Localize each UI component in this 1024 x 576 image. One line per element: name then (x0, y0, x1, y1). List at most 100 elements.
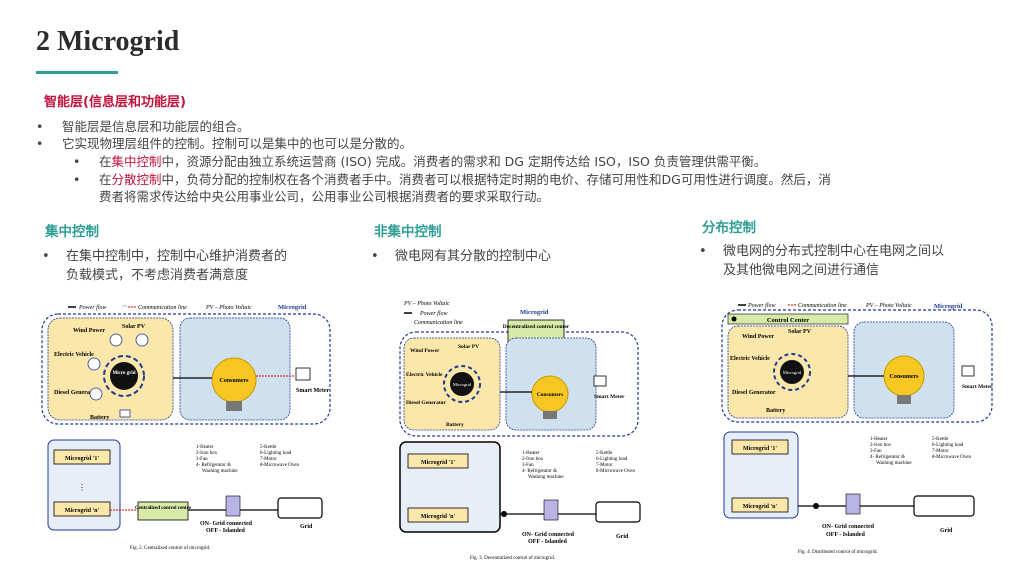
bullet-1: •智能层是信息层和功能层的组合。 (36, 119, 250, 134)
electric-vehicle-label: Electric Vehicle (54, 352, 94, 358)
microgrid-1-label: Microgrid '1' (65, 456, 99, 462)
figure-distributed-control: Power flow Communication line PV – Photo… (721, 302, 993, 555)
column-text-decentralized: • 微电网有其分散的控制中心 (371, 249, 552, 264)
column-text-distributed: • 微电网的分布式控制中心在电网之间以及其他微电网之间进行通信 (699, 244, 945, 278)
svg-text:Battery: Battery (446, 422, 464, 428)
svg-text:Wind Power: Wind Power (410, 348, 440, 354)
svg-text:8-Microwave Oven: 8-Microwave Oven (932, 455, 972, 460)
svg-text:8-Microwave Oven: 8-Microwave Oven (596, 469, 636, 474)
svg-text:Power flow: Power flow (747, 302, 776, 309)
svg-text:Washing machine: Washing machine (876, 461, 912, 466)
svg-text:ON- Grid connected: ON- Grid connected (522, 532, 575, 538)
svg-text:3-Fan: 3-Fan (522, 463, 534, 468)
bullet-dot: • (42, 249, 50, 264)
svg-text:Microgrid: Microgrid (453, 382, 472, 387)
svg-text:4- Refrigerator &: 4- Refrigerator & (522, 469, 557, 474)
svg-text:Microgrid 'n': Microgrid 'n' (743, 504, 778, 510)
svg-text:Grid: Grid (300, 524, 313, 530)
svg-text:3-Fan: 3-Fan (870, 449, 882, 454)
svg-text:4- Refrigerator &: 4- Refrigerator & (870, 455, 905, 460)
battery-label: Battery (90, 415, 109, 421)
transmission-tower-icon (277, 497, 323, 519)
svg-text:8-Microwave Oven: 8-Microwave Oven (260, 463, 300, 468)
wind-power-label: Wind Power (73, 328, 105, 334)
car-icon (87, 357, 101, 371)
svg-text:7-Motor: 7-Motor (260, 457, 277, 462)
switch-icon (225, 495, 241, 517)
svg-text:Communication line: Communication line (798, 303, 847, 309)
figure-decentralized-control: PV – Photo Voltaic Power flow Communicat… (399, 301, 641, 561)
svg-text:2-Iron box: 2-Iron box (196, 451, 218, 456)
generator-icon (89, 387, 103, 401)
svg-text:6-Lighting load: 6-Lighting load (260, 451, 292, 456)
svg-text:OFF - Islanded: OFF - Islanded (826, 532, 865, 538)
wifi-icon: ◠ (122, 305, 127, 311)
bullet-dot: • (36, 119, 44, 134)
section-subtitle: 智能层(信息层和功能层) (44, 95, 186, 110)
svg-text:OFF - Islanded: OFF - Islanded (206, 528, 245, 534)
figure-2-caption: Fig. 2. Centralized control of microgrid… (130, 546, 210, 551)
svg-text:⋮: ⋮ (78, 483, 86, 492)
micro-grid-center-label: Micro grid (112, 371, 135, 376)
legend-communication-line: Communication line (138, 305, 187, 311)
bullet-3: •在集中控制中，资源分配由独立系统运营商 (ISO) 完成。消费者的需求和 DG… (73, 154, 767, 169)
centralized-control-label: Centralized control centre (135, 506, 192, 511)
column-heading-decentralized: 非集中控制 (374, 224, 442, 240)
legend-pv: PV – Photo Voltaic (205, 305, 252, 311)
svg-text:Smart Meter: Smart Meter (962, 384, 993, 390)
figure-centralized-control: Power flow ◠ Communication line PV – Pho… (41, 304, 331, 551)
legend-power-flow: Power flow (78, 304, 107, 311)
svg-text:Smart Meter: Smart Meter (594, 394, 625, 400)
meter-icon (295, 367, 311, 381)
svg-text:Washing machine: Washing machine (528, 475, 564, 480)
svg-text:Microgrid '1': Microgrid '1' (421, 460, 455, 466)
svg-text:5-Kettle: 5-Kettle (260, 445, 277, 450)
svg-text:Microgrid '1': Microgrid '1' (743, 446, 777, 452)
svg-text:PV – Photo Voltaic: PV – Photo Voltaic (403, 301, 450, 307)
bullet-dot: • (36, 136, 44, 151)
svg-text:Power flow: Power flow (419, 310, 448, 317)
svg-text:1-Heater: 1-Heater (522, 451, 540, 456)
svg-text:Diesel Generator: Diesel Generator (406, 400, 446, 406)
svg-text:PV – Photo Voltaic: PV – Photo Voltaic (865, 303, 912, 309)
svg-text:5-Kettle: 5-Kettle (596, 451, 613, 456)
svg-text:Solar PV: Solar PV (458, 344, 479, 350)
control-center-label: Control Center (767, 317, 809, 324)
solar-panel-icon (135, 333, 149, 347)
svg-text:2-Iron box: 2-Iron box (870, 443, 892, 448)
smart-meter-label: Smart Meter (296, 388, 329, 394)
svg-text:Diesel Generator: Diesel Generator (732, 390, 776, 396)
bullet-dot: • (73, 172, 81, 187)
figure-3-caption: Fig. 3. Decentralized control of microgr… (470, 556, 555, 561)
svg-text:Washing machine: Washing machine (202, 469, 238, 474)
bullet-4-continued: 费者将需求传达给中央公用事业公司，公用事业公司根据消费者的要求采取行动。 (99, 189, 550, 204)
svg-text:Solar PV: Solar PV (788, 329, 812, 335)
bullet-dot: • (371, 249, 379, 264)
svg-text:2-Iron box: 2-Iron box (522, 457, 544, 462)
svg-text:Microgrid 'n': Microgrid 'n' (421, 514, 456, 520)
solar-pv-label: Solar PV (122, 324, 146, 330)
bullet-2: •它实现物理层组件的控制。控制可以是集中的也可以是分散的。 (36, 136, 413, 151)
bullet-dot: • (73, 154, 81, 169)
column-text-centralized: • 在集中控制中，控制中心维护消费者的负载模式，不考虑消费者满意度 (42, 249, 288, 283)
title-underline (36, 71, 118, 74)
svg-text:3-Fan: 3-Fan (196, 457, 208, 462)
bullet-4: •在分散控制中，负荷分配的控制权在各个消费者手中。消费者可以根据特定时期的电价、… (73, 172, 831, 187)
svg-text:1-Heater: 1-Heater (870, 437, 888, 442)
page-title: 2 Microgrid (36, 26, 180, 57)
svg-text:Grid: Grid (616, 534, 629, 540)
microgrid-label: Microgrid (278, 304, 307, 311)
svg-text:Electric Vehicle: Electric Vehicle (406, 372, 443, 378)
wind-turbine-icon (109, 333, 123, 347)
diesel-generator-label: Diesel Generator (54, 390, 98, 396)
svg-text:Microgrid: Microgrid (934, 303, 963, 310)
svg-text:7-Motor: 7-Motor (932, 449, 949, 454)
svg-text:6-Lighting load: 6-Lighting load (596, 457, 628, 462)
figure-4-caption: Fig. 4. Distributed control of microgrid… (798, 550, 878, 555)
svg-text:OFF - Islanded: OFF - Islanded (528, 539, 567, 545)
bullet-dot: • (699, 244, 707, 259)
svg-text:ON- Grid connected: ON- Grid connected (822, 524, 875, 530)
svg-text:1-Heater: 1-Heater (196, 445, 214, 450)
svg-text:Consumers: Consumers (889, 374, 919, 380)
decentralized-control-label: Decentralized control center (503, 324, 570, 330)
